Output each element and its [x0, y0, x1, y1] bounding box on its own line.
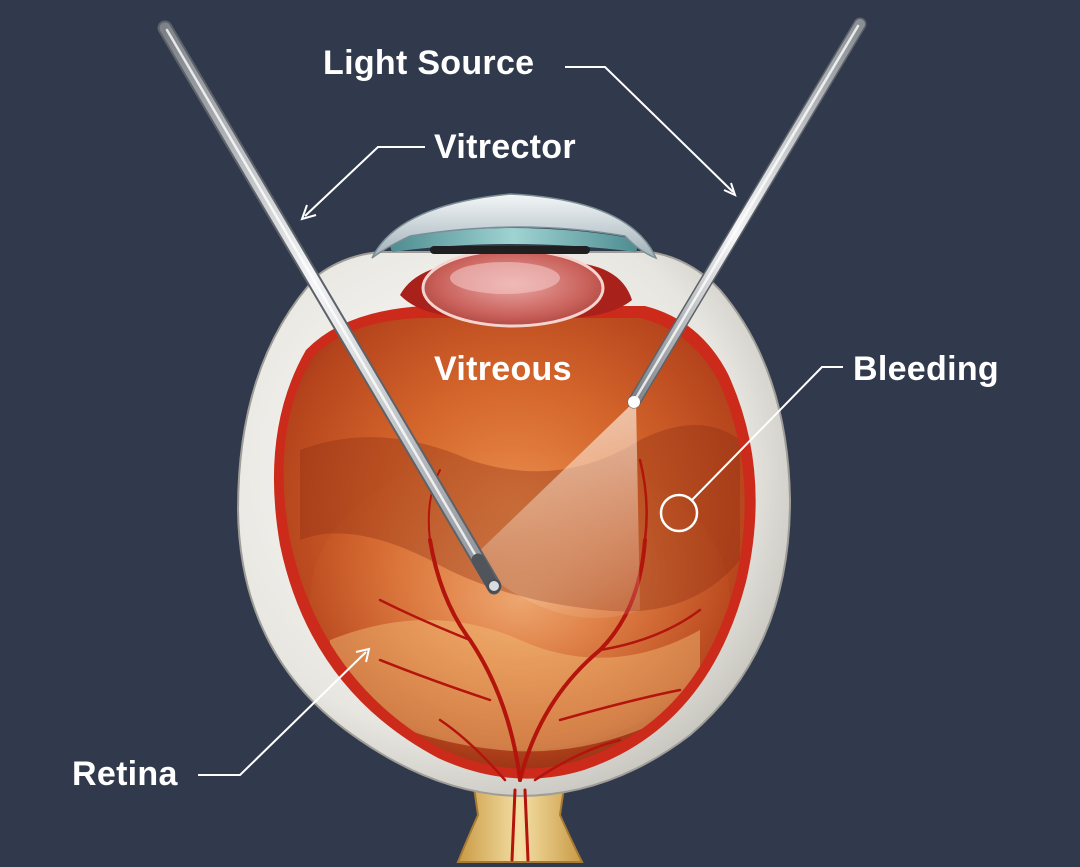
retina-leader	[198, 651, 367, 776]
vitrector-arrowhead	[300, 204, 317, 221]
label-light-source: Light Source	[323, 44, 535, 82]
label-bleeding: Bleeding	[853, 350, 999, 388]
vitrector-leader	[304, 146, 425, 217]
leader-lines	[198, 66, 843, 776]
retina-arrowhead	[355, 647, 371, 663]
bleeding-leader	[691, 366, 843, 501]
label-vitreous: Vitreous	[434, 350, 572, 388]
label-retina: Retina	[72, 755, 178, 793]
cornea	[371, 193, 658, 260]
light-source-leader	[565, 66, 734, 193]
vitrector-probe	[157, 20, 502, 595]
light-beam	[470, 400, 640, 619]
lens	[400, 248, 632, 328]
label-vitrector: Vitrector	[434, 128, 576, 166]
bleeding-marker-circle	[659, 493, 699, 533]
iris	[388, 228, 640, 254]
light-source-probe	[627, 17, 867, 409]
retinal-blood-vessels	[378, 458, 702, 862]
light-source-arrowhead	[723, 182, 737, 197]
